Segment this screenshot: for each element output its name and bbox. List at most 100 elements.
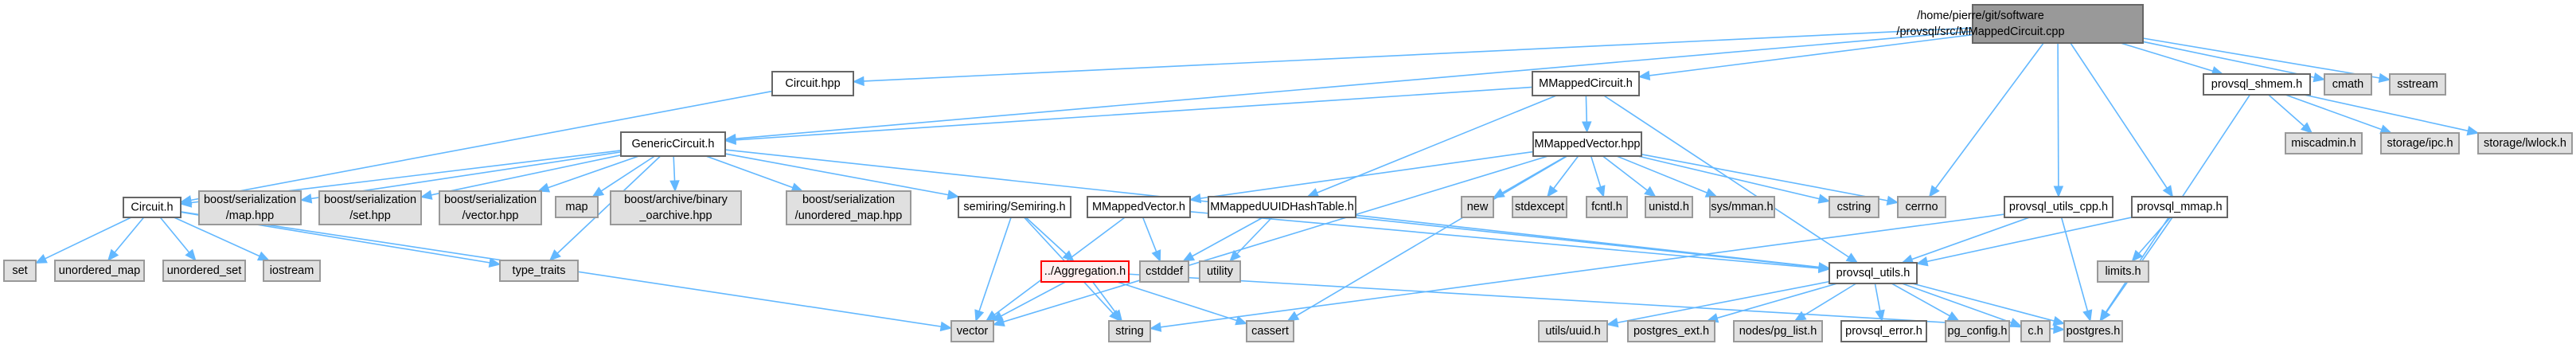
node-c-h: c.h	[2020, 320, 2051, 342]
arrowhead-icon	[420, 190, 433, 200]
node-label: new	[1467, 201, 1489, 213]
edge-provsql_utils_cpp_h-to-provsql_utils_h	[1902, 217, 2030, 264]
node-label: _oarchive.hpp	[638, 209, 712, 222]
arrowhead-icon	[2313, 72, 2326, 83]
node-label: cstring	[1837, 201, 1872, 213]
arrowhead-icon	[990, 311, 1004, 322]
node-box	[1246, 320, 1294, 342]
node-provsql-error-h[interactable]: provsql_error.h	[1840, 320, 1927, 342]
node-cstring: cstring	[1829, 196, 1879, 218]
node-semiring-h[interactable]: semiring/Semiring.h	[958, 196, 1071, 218]
arrowhead-icon	[1151, 249, 1161, 263]
edge-mmappedvector_hpp-to-sys_mman_h	[1616, 155, 1717, 197]
arrowhead-icon	[1286, 311, 1300, 322]
node-boost-vector: boost/serialization/vector.hpp	[439, 190, 542, 225]
node-limits-h: limits.h	[2097, 260, 2149, 283]
arrowhead-icon	[1886, 195, 1899, 206]
node-box	[2020, 320, 2051, 342]
node-label: provsql_error.h	[1845, 325, 1922, 338]
node-box	[54, 260, 145, 282]
node-root[interactable]: /home/pierre/git/software/provsql/src/MM…	[1896, 4, 2144, 44]
node-provsql-shmem-h[interactable]: provsql_shmem.h	[2203, 73, 2311, 96]
arrowhead-icon	[1704, 188, 1718, 197]
node-circuit-h[interactable]: Circuit.h	[123, 197, 181, 218]
node-circuit-hpp[interactable]: Circuit.hpp	[771, 71, 854, 96]
node-box	[1733, 320, 1823, 342]
node-provsql-utils-h[interactable]: provsql_utils.h	[1829, 262, 1918, 284]
node-label: cstddef	[1146, 265, 1184, 278]
node-box	[2203, 73, 2311, 96]
node-fcntl-h: fcntl.h	[1586, 196, 1628, 218]
edge-provsql_shmem_h-to-storage_ipc_h	[2285, 94, 2392, 134]
arrowhead-icon	[488, 257, 502, 268]
node-stdexcept: stdexcept	[1512, 196, 1567, 218]
node-mmappeduuid-h[interactable]: MMappedUUIDHashTable.h	[1208, 196, 1356, 218]
node-cassert: cassert	[1246, 320, 1294, 342]
node-label: /home/pierre/git/software	[1917, 10, 2044, 22]
arrowhead-icon	[1928, 185, 1940, 198]
node-iostream: iostream	[263, 260, 321, 282]
node-label: miscadmin.h	[2291, 137, 2355, 150]
edge-provsql_mmap_h-to-provsql_utils_h	[1916, 217, 2133, 264]
edge-aggregation_h-to-vector	[991, 281, 1066, 322]
edge-provsql_utils_cpp_h-to-postgres_h	[2060, 217, 2091, 322]
node-label: unistd.h	[1649, 201, 1689, 213]
node-label: unordered_map	[59, 264, 140, 277]
node-box	[1512, 196, 1567, 218]
edge-mmappedvector_hpp-to-mmappedvector_h	[1189, 150, 1534, 201]
node-provsql-utils-cpp-h[interactable]: provsql_utils_cpp.h	[2004, 196, 2113, 218]
edge-root-to-genericcircuit_h	[724, 30, 1973, 141]
edge-provsql_utils_h-to-postgres_ext_h	[1707, 283, 1838, 322]
arrowhead-icon	[1229, 249, 1241, 262]
node-box	[2324, 73, 2372, 96]
edge-genericcircuit_h-to-boost_umap	[705, 155, 803, 192]
nodes-layer: /home/pierre/git/software/provsql/src/MM…	[3, 4, 2573, 342]
node-provsql-mmap-h[interactable]: provsql_mmap.h	[2131, 196, 2228, 218]
arrowhead-icon	[2082, 309, 2093, 322]
edge-root-to-provsql_shmem_h	[2120, 42, 2223, 75]
edge-mmappedcircuit_h-to-provsql_utils_h	[1603, 95, 1858, 264]
arrowhead-icon	[2009, 318, 2023, 327]
node-sstream: sstream	[2389, 73, 2446, 96]
node-box	[1645, 196, 1693, 218]
node-label: MMappedVector.hpp	[1534, 138, 1640, 150]
node-postgres-ext-h: postgres_ext.h	[1627, 320, 1715, 342]
node-label: semiring/Semiring.h	[963, 201, 1065, 213]
edge-root-to-circuit_hpp	[853, 27, 1973, 83]
arrowhead-icon	[1637, 70, 1651, 81]
node-aggregation-h[interactable]: ../Aggregation.h	[1040, 260, 1130, 283]
node-box	[1945, 320, 2010, 342]
node-label: map	[565, 201, 587, 213]
node-label: postgres.h	[2067, 325, 2121, 338]
node-mmappedvector-h[interactable]: MMappedVector.h	[1087, 196, 1191, 218]
node-box	[2063, 320, 2123, 342]
arrowhead-icon	[1149, 322, 1162, 332]
node-label: unordered_set	[167, 264, 242, 277]
node-box	[2097, 260, 2149, 283]
node-box	[1108, 320, 1151, 342]
node-label: sys/mman.h	[1711, 201, 1773, 213]
node-box	[1538, 320, 1608, 342]
arrowhead-icon	[256, 251, 270, 261]
arrowhead-icon	[2162, 185, 2174, 198]
node-label: set	[12, 264, 27, 277]
node-genericcircuit-h[interactable]: GenericCircuit.h	[620, 131, 726, 157]
node-cstddef: cstddef	[1139, 260, 1189, 283]
node-label: nodes/pg_list.h	[1739, 325, 1817, 338]
node-mmappedcircuit-h[interactable]: MMappedCircuit.h	[1532, 71, 1640, 96]
arrowhead-icon	[2099, 309, 2111, 322]
arrowhead-icon	[2053, 323, 2066, 334]
arrowhead-icon	[1547, 185, 1559, 198]
edge-mmappedvector_hpp-to-cstring	[1637, 155, 1830, 202]
node-mmappedvector-hpp[interactable]: MMappedVector.hpp	[1532, 131, 1642, 157]
arrowhead-icon	[1492, 188, 1505, 199]
node-label: cmath	[2332, 78, 2364, 91]
arrowhead-icon	[852, 76, 865, 87]
edge-provsql_utils_h-to-utils_uuid_h	[1606, 280, 1830, 326]
node-box	[958, 196, 1071, 218]
node-box	[620, 131, 726, 157]
node-utility: utility	[1199, 260, 1241, 283]
node-label: storage/ipc.h	[2387, 137, 2453, 150]
node-label: /set.hpp	[349, 209, 391, 222]
node-label: storage/lwlock.h	[2484, 137, 2566, 150]
